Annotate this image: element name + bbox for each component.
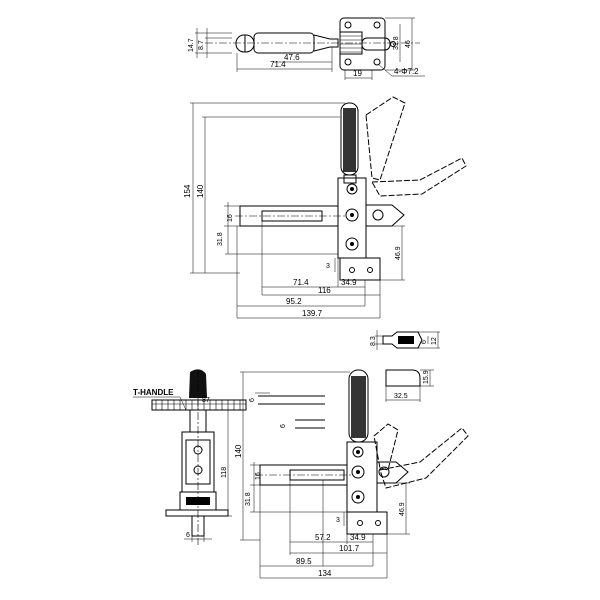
dim-46: 46 [405, 40, 412, 48]
top-view: 14.7 8.7 47.6 71.4 19 4-Φ7.2 31.8 46 [188, 17, 425, 80]
dim-134: 134 [318, 569, 332, 578]
dim-71-4-b: 71.4 [293, 278, 309, 287]
dim-34-9-b: 34.9 [350, 533, 366, 542]
dim-31-8-a: 31.8 [217, 232, 224, 246]
dim-6-detail: 6 [421, 340, 428, 344]
dim-87: 87 [202, 397, 210, 404]
dim-8-3: 8.3 [370, 336, 377, 346]
spindle-detail: 8.3 6 12 [370, 330, 440, 350]
dim-6-a: 6 [249, 398, 256, 402]
dim-6-b: 6 [280, 424, 287, 428]
dim-47-6: 47.6 [284, 53, 300, 62]
dim-57-2: 57.2 [315, 533, 331, 542]
dim-19: 19 [353, 69, 362, 78]
dim-95-2: 95.2 [286, 297, 302, 306]
t-handle-label: T-HANDLE [133, 388, 174, 397]
dim-32-5: 32.5 [394, 393, 408, 400]
dim-139-7: 139.7 [302, 309, 323, 318]
dim-3-a: 3 [326, 263, 330, 270]
dim-140-b: 140 [234, 444, 243, 458]
dim-34-9-a: 34.9 [341, 278, 357, 287]
dim-71-4: 71.4 [270, 60, 286, 69]
side-view-2: 140 6 6 16 [234, 369, 469, 579]
dim-12: 12 [431, 337, 438, 345]
dim-15-9: 15.9 [423, 370, 430, 384]
front-view: T-HANDLE 87 118 6 [133, 369, 247, 545]
dim-89-5: 89.5 [296, 557, 312, 566]
dim-14-7: 14.7 [188, 38, 195, 52]
dim-116: 116 [318, 286, 331, 295]
side-view-1: 154 140 16 31.8 3 [183, 96, 467, 319]
dim-154: 154 [183, 184, 192, 198]
dim-140: 140 [196, 184, 205, 198]
dim-3-b: 3 [336, 517, 340, 524]
dim-46-9-b: 46.9 [399, 502, 406, 516]
dim-46-9-a: 46.9 [395, 246, 402, 260]
dim-118: 118 [221, 467, 228, 478]
dim-16-b: 16 [255, 472, 262, 480]
dim-101-7: 101.7 [339, 544, 360, 553]
pad-detail: 15.9 32.5 [385, 369, 434, 402]
dim-6-front: 6 [186, 532, 190, 539]
dim-31-8-b: 31.8 [245, 492, 252, 506]
dim-16-a: 16 [227, 214, 234, 222]
dim-8-7: 8.7 [198, 40, 205, 50]
dim-31-8-top: 31.8 [393, 36, 400, 50]
hole-callout: 4-Φ7.2 [394, 67, 419, 76]
